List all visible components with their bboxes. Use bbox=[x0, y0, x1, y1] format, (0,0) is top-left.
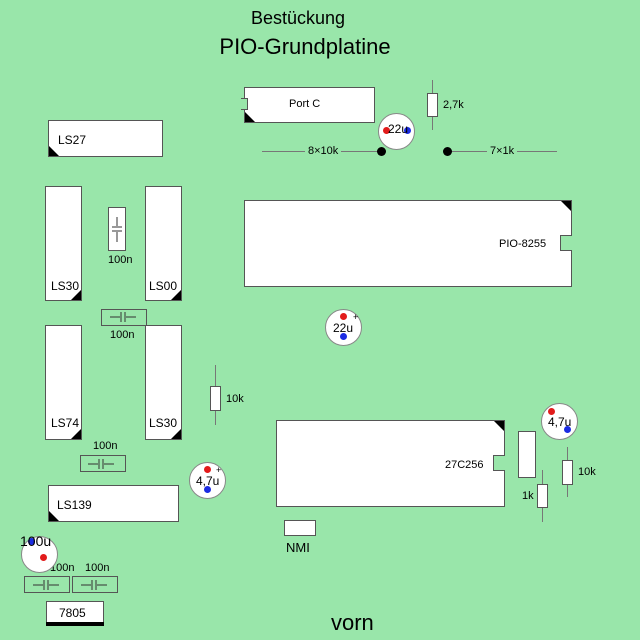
ic-ls30-b-pin1-mark bbox=[171, 429, 181, 439]
resistor-10k-label: 10k bbox=[226, 393, 244, 405]
network-8x10k-pin1 bbox=[377, 147, 386, 156]
capacitor-100n-horizontal-4 bbox=[72, 576, 118, 593]
resistor-10k-b-label: 10k bbox=[578, 466, 596, 478]
capacitor-100n-label-3: 100n bbox=[93, 440, 118, 452]
ic-ls00-label: LS00 bbox=[149, 279, 178, 293]
regulator-7805-tab bbox=[46, 622, 104, 626]
ic-ls30-b: LS30 bbox=[145, 325, 182, 440]
capacitor-100n-label-2: 100n bbox=[110, 329, 135, 341]
elko-22u-top-plus bbox=[383, 127, 390, 134]
elko-22u-top-minus bbox=[404, 127, 411, 134]
elko-22u-center-plus-sign: + bbox=[353, 312, 359, 322]
diagram-title: Bestückung bbox=[250, 8, 346, 28]
network-8x10k-label: 8×10k bbox=[305, 145, 342, 157]
ic-ls27-pin1-mark bbox=[49, 146, 59, 156]
ic-ls74-label: LS74 bbox=[51, 416, 80, 430]
resistor-10k bbox=[210, 386, 221, 411]
ic-ls139-label: LS139 bbox=[57, 498, 92, 512]
nmi-jumper bbox=[284, 520, 316, 536]
capacitor-100n-horizontal-2 bbox=[80, 455, 126, 472]
capacitor-100n-label-4: 100n bbox=[50, 562, 75, 574]
ic-27c256: 27C256 bbox=[276, 420, 505, 507]
ic-pio-pin1-mark bbox=[561, 201, 571, 211]
ic-27c256-label: 27C256 bbox=[445, 459, 484, 471]
ic-pio-label: PIO-8255 bbox=[499, 238, 547, 250]
elko-4-7u-right-label: 4,7u bbox=[548, 415, 572, 429]
elko-100u bbox=[21, 536, 58, 573]
resistor-1k-label: 1k bbox=[522, 490, 534, 502]
ic-pio-8255: PIO-8255 bbox=[244, 200, 572, 287]
elko-4-7u-right-plus bbox=[548, 408, 555, 415]
regulator-7805-label: 7805 bbox=[59, 606, 86, 620]
ic-ls139-pin1-mark bbox=[49, 511, 59, 521]
elko-100u-label: 100u bbox=[20, 533, 52, 549]
resistor-1k bbox=[537, 484, 548, 508]
port-c-pin1-mark bbox=[245, 112, 255, 122]
capacitor-100n-label-1: 100n bbox=[108, 254, 133, 266]
diagram-subtitle: PIO-Grundplatine bbox=[219, 34, 391, 59]
capacitor-100n-vertical bbox=[108, 207, 126, 251]
elko-22u-center-label: 22u bbox=[333, 321, 354, 335]
port-c-notch bbox=[241, 98, 248, 110]
capacitor-100n-horizontal-3 bbox=[24, 576, 70, 593]
ic-ls139: LS139 bbox=[48, 485, 179, 522]
elko-4-7u-left-plus bbox=[204, 466, 211, 473]
elko-100u-plus bbox=[40, 554, 47, 561]
ic-ls30-a-label: LS30 bbox=[51, 279, 80, 293]
ic-ls00-pin1-mark bbox=[171, 290, 181, 300]
ic-ls30-a: LS30 bbox=[45, 186, 82, 301]
network-7x1k-label: 7×1k bbox=[487, 145, 518, 157]
elko-22u-top-label: 22u bbox=[388, 122, 409, 136]
nmi-label: NMI bbox=[286, 540, 310, 555]
capacitor-100n-label-5: 100n bbox=[85, 562, 110, 574]
resistor-2-7k bbox=[427, 93, 438, 117]
elko-22u-center-minus bbox=[340, 333, 347, 340]
resistor-2-7k-label: 2,7k bbox=[443, 99, 464, 111]
resistor-10k-b bbox=[562, 460, 573, 485]
elko-4-7u-left-label: 4,7u bbox=[196, 474, 220, 488]
capacitor-100n-horizontal-1 bbox=[101, 309, 147, 326]
elko-100u-minus bbox=[28, 538, 35, 545]
ic-ls27-label: LS27 bbox=[58, 133, 87, 147]
network-7x1k-pin1 bbox=[443, 147, 452, 156]
resistor-1k-body-a bbox=[518, 431, 536, 478]
board-front-label: vorn bbox=[331, 610, 374, 635]
port-c-connector: Port C bbox=[244, 87, 375, 123]
ic-ls30-a-pin1-mark bbox=[71, 290, 81, 300]
ic-ls74: LS74 bbox=[45, 325, 82, 440]
ic-27c256-notch bbox=[493, 455, 505, 471]
elko-4-7u-right bbox=[541, 403, 578, 440]
elko-22u-center-plus bbox=[340, 313, 347, 320]
elko-4-7u-left-minus bbox=[204, 486, 211, 493]
ic-ls30-b-label: LS30 bbox=[149, 416, 178, 430]
elko-4-7u-right-minus bbox=[564, 426, 571, 433]
ic-ls00: LS00 bbox=[145, 186, 182, 301]
ic-27c256-pin1-mark bbox=[494, 421, 504, 431]
ic-pio-notch bbox=[560, 235, 572, 251]
ic-ls27: LS27 bbox=[48, 120, 163, 157]
elko-4-7u-left-plus-sign: + bbox=[216, 465, 222, 475]
ic-ls74-pin1-mark bbox=[71, 429, 81, 439]
port-c-label: Port C bbox=[289, 98, 321, 110]
